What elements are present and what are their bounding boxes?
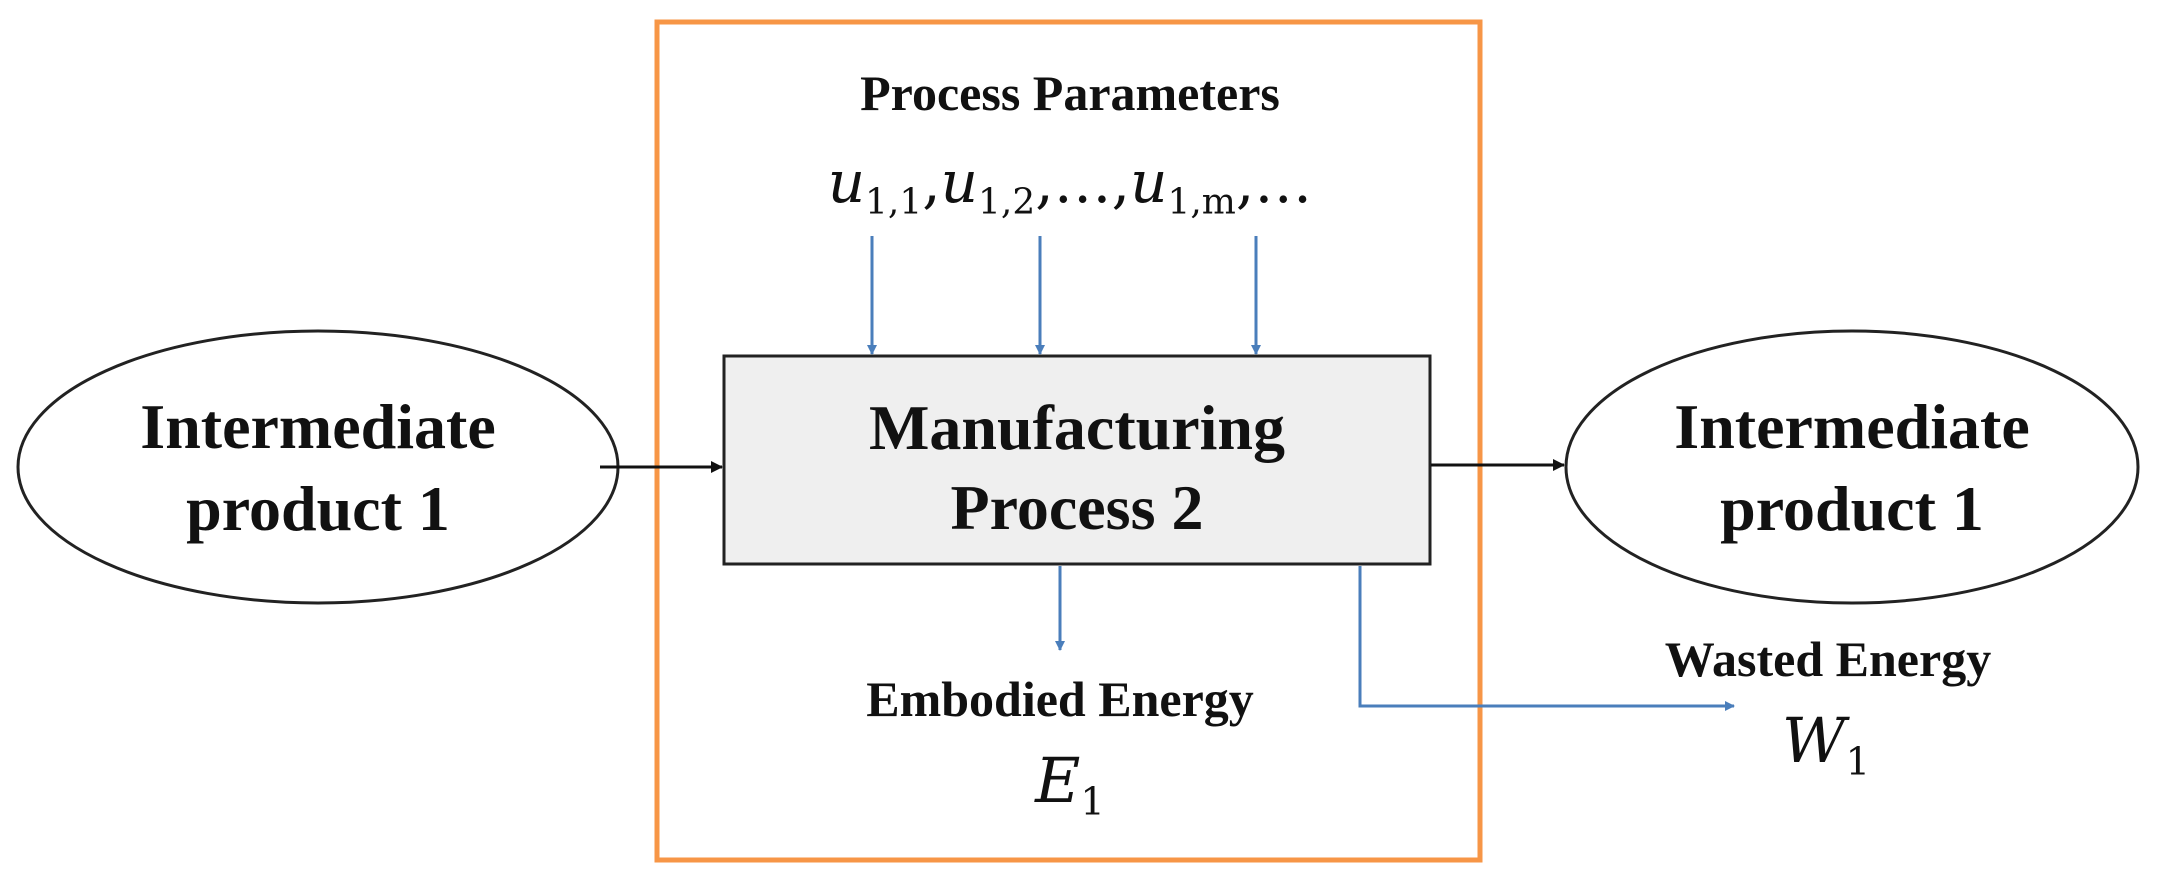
- wasted-energy-arrow: [1358, 566, 1735, 711]
- parameter-2: u1,2,…,: [940, 148, 1131, 223]
- process-line-1: Manufacturing: [869, 392, 1285, 463]
- process-parameters-list: u1,1,u1,2,…,u1,m,…: [730, 148, 1410, 223]
- output-product-line-2: product 1: [1720, 473, 1984, 544]
- system-boundary: [654, 19, 1483, 863]
- parameter-1: u1,1,: [827, 148, 941, 223]
- parameter-m: u1,m,…: [1130, 148, 1313, 223]
- embodied-energy-label: Embodied Energy: [866, 671, 1254, 727]
- output-product-ellipse: [1564, 329, 2140, 605]
- embodied-energy-symbol: E1: [1035, 744, 1105, 825]
- output-product-line-1: Intermediate: [1674, 391, 2030, 462]
- wasted-energy-symbol: W1: [1781, 704, 1871, 785]
- process-line-2: Process 2: [950, 472, 1204, 543]
- input-product-line-1: Intermediate: [140, 391, 496, 462]
- manufacturing-process-box: [722, 354, 1432, 566]
- output-product-label: Intermediate product 1: [1566, 386, 2138, 550]
- wasted-energy-label: Wasted Energy: [1664, 631, 1992, 687]
- input-product-line-2: product 1: [186, 473, 450, 544]
- process-parameters-title: Process Parameters: [860, 65, 1280, 121]
- input-product-label: Intermediate product 1: [18, 386, 618, 550]
- manufacturing-process-label: Manufacturing Process 2: [724, 388, 1430, 548]
